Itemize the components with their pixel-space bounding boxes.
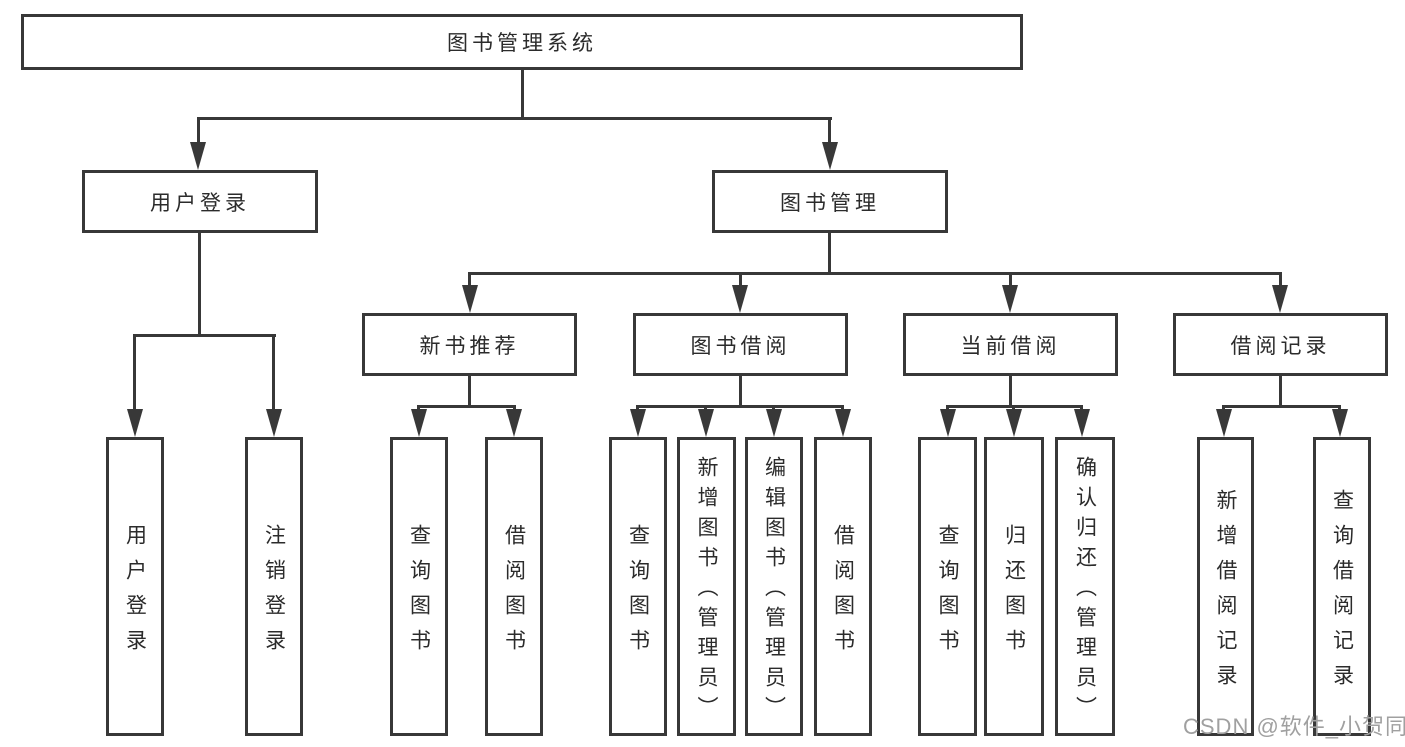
leaf-label: 新增图书（管理员） [695,456,718,726]
node-book-management: 图书管理 [712,170,948,233]
connector-line [1009,272,1012,292]
leaf-add-books-admin: 新增图书（管理员） [677,437,736,736]
leaf-label: 借阅图书 [502,523,526,664]
leaf-logout: 注销登录 [245,437,303,736]
arrowhead-down-icon [1272,285,1288,313]
node-user-login: 用户登录 [82,170,318,233]
leaf-label: 归还图书 [1002,523,1026,664]
connector-line [133,334,136,412]
node-current-borrow: 当前借阅 [903,313,1118,376]
arrowhead-down-icon [1216,409,1232,437]
connector-line [133,334,276,337]
leaf-borrow-books-1: 借阅图书 [485,437,543,736]
arrowhead-down-icon [1332,409,1348,437]
node-book-management-label: 图书管理 [780,191,880,215]
node-book-borrow-label: 图书借阅 [690,334,791,358]
connector-line [272,334,275,412]
leaf-label: 用户登录 [123,523,147,664]
connector-line [828,117,831,149]
leaf-label: 确认归还（管理员） [1073,456,1097,726]
arrowhead-down-icon [506,409,522,437]
connector-line [197,117,832,120]
leaf-label: 查询图书 [626,523,650,664]
node-borrow-records: 借阅记录 [1173,313,1388,376]
leaf-query-books-2: 查询图书 [609,437,667,736]
connector-line [1279,376,1282,407]
arrowhead-down-icon [127,409,143,437]
connector-line [198,233,201,337]
leaf-label: 查询借阅记录 [1330,488,1354,699]
arrowhead-down-icon [698,409,714,437]
connector-line [521,69,524,119]
node-current-borrow-label: 当前借阅 [960,334,1061,358]
leaf-confirm-return-admin: 确认归还（管理员） [1055,437,1115,736]
node-root: 图书管理系统 [21,14,1023,70]
leaf-label: 借阅图书 [831,523,855,664]
arrowhead-down-icon [411,409,427,437]
arrowhead-down-icon [462,285,478,313]
node-book-borrow: 图书借阅 [633,313,848,376]
arrowhead-down-icon [835,409,851,437]
arrowhead-down-icon [1074,409,1090,437]
leaf-query-books-1: 查询图书 [390,437,448,736]
leaf-label: 查询图书 [407,523,431,664]
connector-line [468,376,471,407]
arrowhead-down-icon [630,409,646,437]
connector-line [468,272,1282,275]
leaf-query-borrow-record: 查询借阅记录 [1313,437,1371,736]
leaf-label: 编辑图书（管理员） [762,456,786,726]
node-root-label: 图书管理系统 [447,32,597,55]
leaf-return-books: 归还图书 [984,437,1044,736]
connector-line [636,405,844,408]
leaf-add-borrow-record: 新增借阅记录 [1197,437,1254,736]
arrowhead-down-icon [1006,409,1022,437]
connector-line [1222,405,1341,408]
arrowhead-down-icon [766,409,782,437]
node-user-login-label: 用户登录 [150,191,250,215]
leaf-query-books-3: 查询图书 [918,437,977,736]
node-new-book-recommend: 新书推荐 [362,313,577,376]
connector-line [197,117,200,149]
arrowhead-down-icon [732,285,748,313]
leaf-user-login: 用户登录 [106,437,164,736]
connector-line [417,405,516,408]
arrowhead-down-icon [1002,285,1018,313]
arrowhead-down-icon [822,142,838,170]
leaf-label: 查询图书 [936,523,959,664]
watermark: CSDN @软件_小贺同学 [1183,714,1405,739]
leaf-borrow-books-2: 借阅图书 [814,437,872,736]
connector-line [1279,272,1282,292]
leaf-label: 新增借阅记录 [1214,488,1237,699]
connector-line [1009,376,1012,407]
node-borrow-records-label: 借阅记录 [1230,334,1331,358]
leaf-label: 注销登录 [262,523,286,664]
connector-line [828,233,831,274]
node-new-book-recommend-label: 新书推荐 [419,334,520,358]
connector-line [739,376,742,407]
arrowhead-down-icon [940,409,956,437]
arrowhead-down-icon [190,142,206,170]
connector-line [468,272,471,292]
arrowhead-down-icon [266,409,282,437]
connector-line [739,272,742,292]
leaf-edit-books-admin: 编辑图书（管理员） [745,437,803,736]
